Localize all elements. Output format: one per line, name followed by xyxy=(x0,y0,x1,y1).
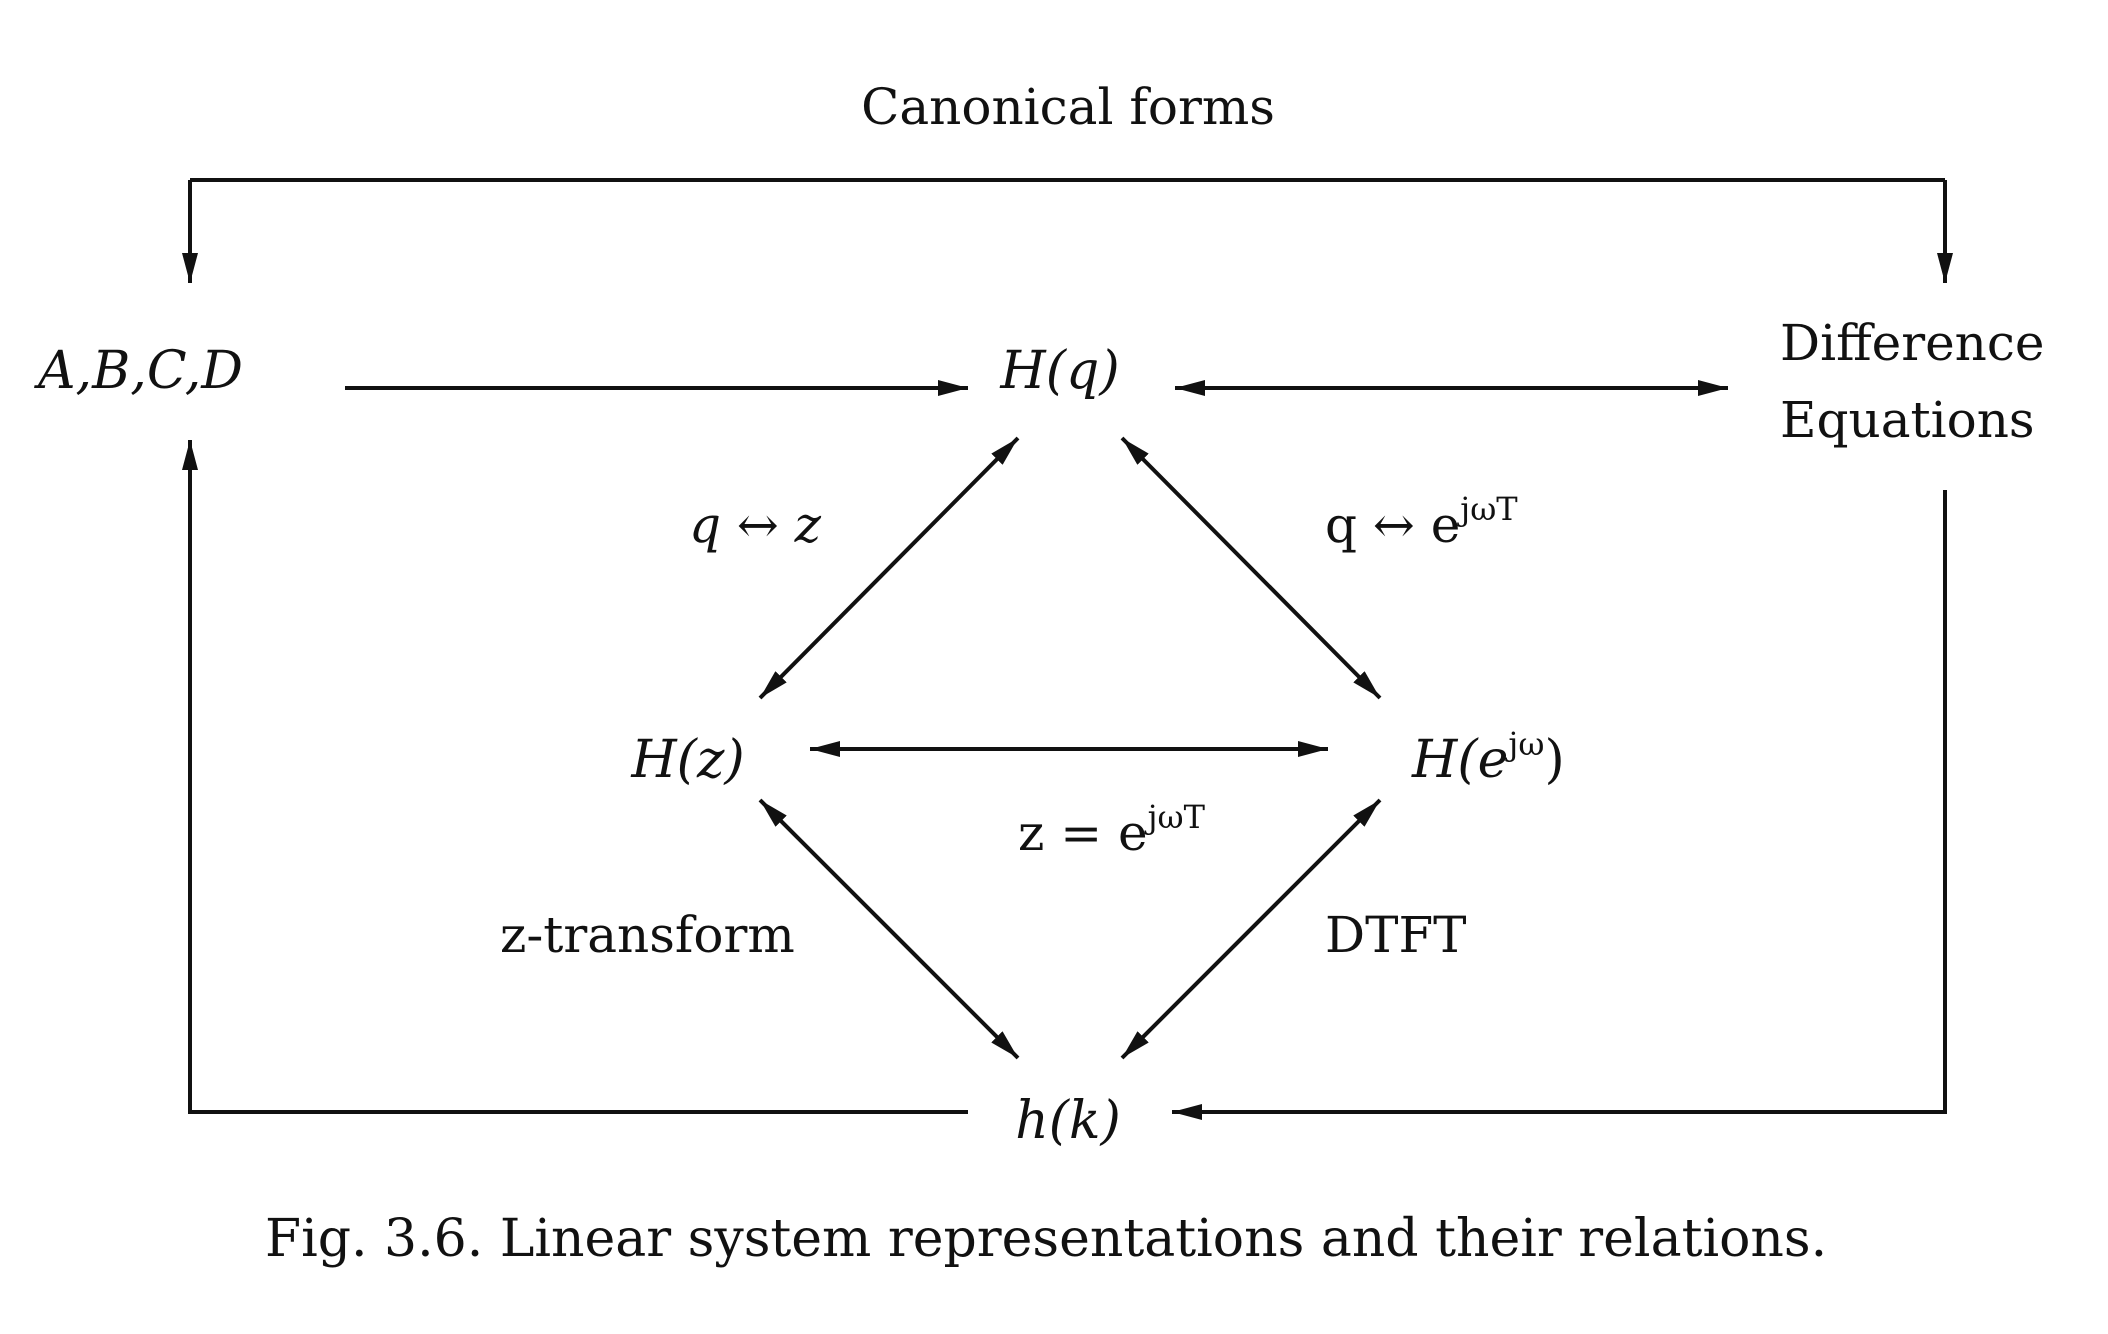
label-q-to-z: q ↔ z xyxy=(689,496,822,554)
node-hk: h(k) xyxy=(1015,1091,1121,1151)
arrow-Hejw-hk xyxy=(1120,798,1382,1060)
arrow-hk-to-abcd xyxy=(182,440,968,1114)
label-dtft: DTFT xyxy=(1325,906,1466,964)
node-Hq: H(q) xyxy=(999,341,1119,401)
node-Hejw: H(ejω) xyxy=(1411,725,1565,790)
label-q-to-ejwT: q ↔ ejωT xyxy=(1325,490,1518,554)
arrow-difference-to-hk xyxy=(1172,490,1947,1120)
label-z-eq-ejwT-base: z = e xyxy=(1018,804,1148,862)
node-abcd: A,B,C,D xyxy=(34,341,243,401)
node-difference-line2: Equations xyxy=(1780,391,2035,449)
canonical-forms-label: Canonical forms xyxy=(861,78,1275,136)
label-q-to-ejwT-sup: jωT xyxy=(1456,490,1518,528)
label-z-transform: z-transform xyxy=(500,906,795,964)
figure-caption: Fig. 3.6. Linear system representations … xyxy=(265,1209,1827,1269)
node-difference-line1: Difference xyxy=(1780,314,2044,372)
arrow-Hq-Hejw xyxy=(1120,436,1382,700)
label-q-to-ejwT-base: q ↔ e xyxy=(1325,496,1460,554)
arrow-Hq-Hz xyxy=(758,436,1020,700)
node-Hejw-sup: jω xyxy=(1504,725,1544,763)
node-Hejw-close: ) xyxy=(1544,730,1564,790)
node-Hz: H(z) xyxy=(630,730,744,790)
arrow-Hz-hk xyxy=(758,798,1020,1060)
label-z-eq-ejwT: z = ejωT xyxy=(1018,798,1206,862)
label-z-eq-ejwT-sup: jωT xyxy=(1144,798,1206,836)
node-Hejw-open: H(e xyxy=(1411,730,1508,790)
